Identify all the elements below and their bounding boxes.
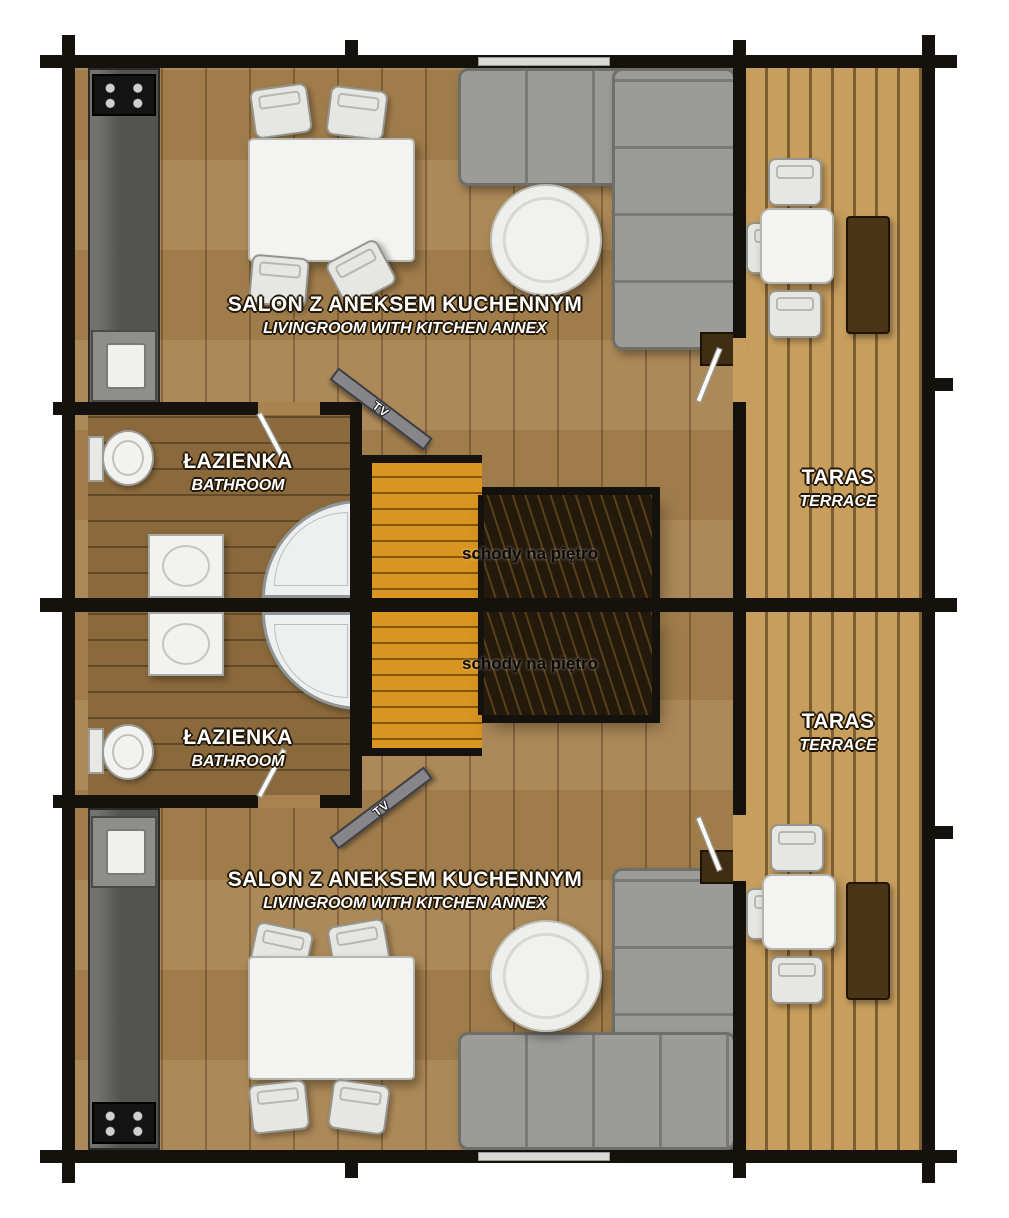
stove-bottom [92,1102,156,1144]
wall-beam-end [345,1163,358,1178]
wall-beam-end [40,1150,62,1163]
coffee-table-bottom [490,920,602,1032]
wall-beam-end [40,55,62,68]
dining-table-bottom [248,956,415,1080]
room-label-terrace-top-en: TERRACE [799,493,877,510]
bathroom-wall-top-v [350,402,362,598]
wall-beam-end [935,55,957,68]
wall-beam-end [922,1163,935,1183]
wall-beam-end [345,40,358,55]
wall-beam-end [53,795,75,808]
wall-unit-divider [62,598,935,612]
stairs-top [372,462,482,598]
terrace-chair [770,824,824,872]
stairs-upper-flight-top [482,495,652,598]
door-opening-terrace-top [733,338,746,402]
dining-chair [247,1079,311,1135]
terrace-bench-top [846,216,890,334]
room-label-living-bottom-pl: SALON Z ANEKSEM KUCHENNYM [227,868,583,891]
stairs-bottom [372,612,482,748]
sofa-bottom [458,1032,736,1150]
door-opening-bathroom-bottom [258,795,320,808]
wall-beam-end [935,1150,957,1163]
stairs-divider-bottom [478,612,484,715]
terrace-chair [770,956,824,1004]
room-label-bathroom-bottom-en: BATHROOM [191,753,285,770]
wall-beam-end [733,1163,746,1178]
room-label-living-bottom: SALON Z ANEKSEM KUCHENNYM LIVINGROOM WIT… [228,868,583,913]
terrace-chair [768,158,822,206]
room-label-bathroom-top-en: BATHROOM [191,477,285,494]
stair-wall [362,455,482,463]
stair-wall [652,612,660,723]
dining-table-top [248,138,415,262]
dining-chair [325,84,389,142]
room-label-bathroom-bottom: ŁAZIENKA BATHROOM [183,726,292,771]
coffee-table-top [490,184,602,296]
stairs-upper-flight-bottom [482,612,652,715]
toilet-bottom [102,724,154,780]
wall-beam-end [40,598,62,612]
toilet-top [102,430,154,486]
door-opening-bathroom-top [258,402,320,415]
sofa-top-side [612,68,736,350]
kitchen-sink-top [91,330,157,402]
stair-wall [362,748,482,756]
terrace-table-bottom [762,874,836,950]
room-label-terrace-bottom-pl: TARAS [801,710,875,733]
wall-beam-end [62,1163,75,1183]
wall-beam-end [53,402,75,415]
sink-vanity-top [148,534,224,598]
stove-top [92,74,156,116]
bathroom-wall-bottom-v [350,612,362,808]
stairs-note-top: schody na piętro [461,544,599,563]
room-label-terrace-top-pl: TARAS [801,466,875,489]
door-opening-terrace-bottom [733,815,746,881]
wall-beam-end [62,35,75,55]
window-top [478,57,610,66]
room-label-bathroom-top-pl: ŁAZIENKA [183,450,293,473]
side-table-top [700,332,736,366]
wall-beam-end [935,598,957,612]
room-label-bathroom-bottom-pl: ŁAZIENKA [183,726,293,749]
room-label-living-top: SALON Z ANEKSEM KUCHENNYM LIVINGROOM WIT… [228,293,583,338]
stair-wall [482,715,660,723]
sink-vanity-bottom [148,612,224,676]
room-label-terrace-bottom: TARAS TERRACE [799,710,876,755]
kitchen-sink-bottom [91,816,157,888]
terrace-chair [768,290,822,338]
wall-beam-end [922,35,935,55]
room-label-living-bottom-en: LIVINGROOM WITH KITCHEN ANNEX [263,895,547,912]
stairs-divider-top [478,495,484,598]
stair-wall [362,455,372,598]
wall-beam-end [733,40,746,55]
room-label-terrace-top: TARAS TERRACE [799,466,876,511]
stairs-note-bottom: schody na piętro [461,654,599,673]
room-label-bathroom-top: ŁAZIENKA BATHROOM [183,450,292,495]
window-bottom [478,1152,610,1161]
dining-chair [248,82,314,140]
stair-wall [362,612,372,755]
wall-beam-end [935,826,953,839]
stair-wall [482,487,660,495]
wall-beam-end [935,378,953,391]
terrace-table-top [760,208,834,284]
dining-chair [326,1078,392,1136]
room-label-terrace-bottom-en: TERRACE [799,737,877,754]
terrace-bench-bottom [846,882,890,1000]
room-label-living-top-en: LIVINGROOM WITH KITCHEN ANNEX [263,320,547,337]
stair-wall [652,487,660,598]
room-label-living-top-pl: SALON Z ANEKSEM KUCHENNYM [227,293,583,316]
